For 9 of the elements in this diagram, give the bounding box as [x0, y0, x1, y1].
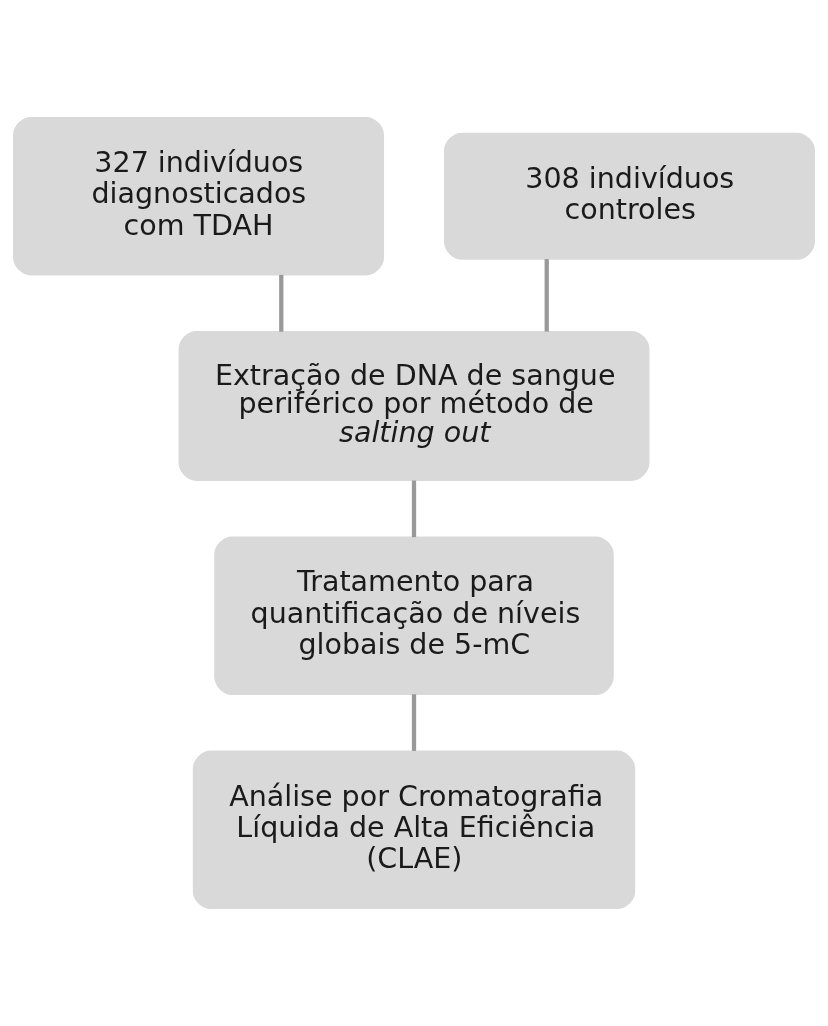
node-box: Análise por Cromatografia Líquida de Alta Eficiência (CLAE) — [192, 750, 636, 909]
connector — [279, 274, 284, 332]
node-box: 308 indivíduos controles — [443, 132, 815, 260]
node-box: Tratamento para quantificação de níveis globais de 5-mC — [214, 536, 614, 695]
node-box: Extração de DNA de sangue periférico por método de salting out — [178, 331, 650, 481]
node-box: 327 indivíduos diagnosticados com TDAH — [13, 117, 385, 276]
connector — [544, 259, 549, 332]
connector — [411, 694, 417, 751]
connector — [411, 480, 417, 538]
